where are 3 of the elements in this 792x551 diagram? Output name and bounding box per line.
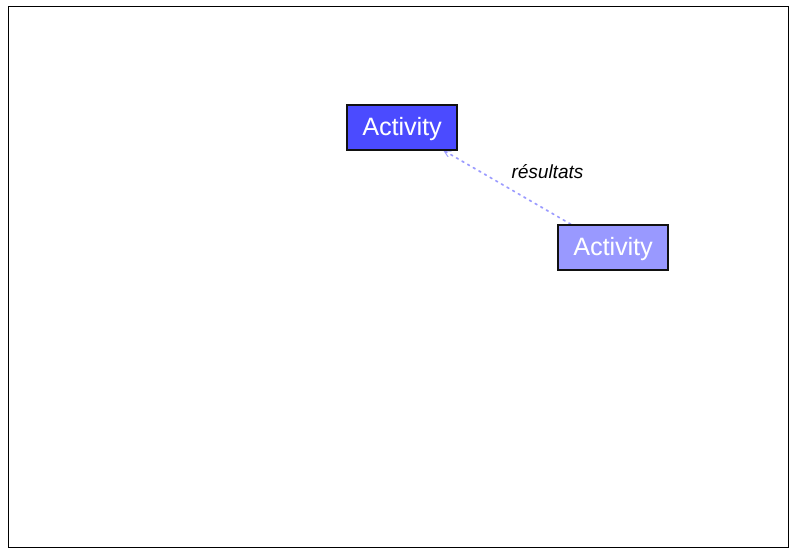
activity-box: Activity: [346, 104, 458, 151]
activity-box: Activity: [557, 224, 669, 271]
dotted-arrow: [443, 150, 572, 225]
